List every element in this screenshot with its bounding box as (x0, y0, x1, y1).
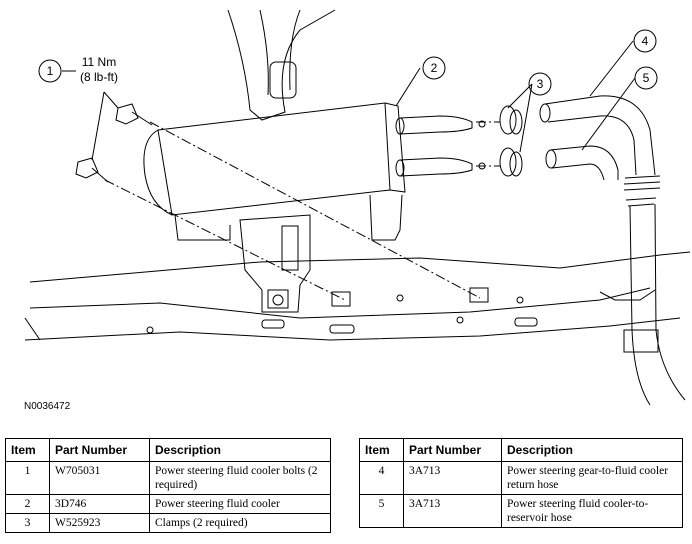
alignment-lines (104, 121, 500, 301)
callout-2-label: 2 (431, 61, 438, 75)
parts-table-left: Item Part Number Description 1 W705031 P… (5, 438, 331, 533)
callout-1-label: 1 (47, 64, 54, 78)
item-number: 3 (5, 513, 50, 533)
frame-upper-bracket (227, 9, 336, 121)
table-row: 4 3A713 Power steering gear-to-fluid coo… (359, 461, 683, 495)
crossmember-front-edge (29, 287, 651, 319)
part-number: 3D746 (49, 494, 150, 514)
figure-id: N0036472 (24, 401, 71, 412)
header-part-number: Part Number (403, 438, 502, 462)
crossmember-flange (24, 289, 656, 341)
bracket-bolt-nut (267, 289, 289, 309)
weld-nut-left (331, 291, 351, 307)
table-row: 2 3D746 Power steering fluid cooler (5, 494, 331, 514)
item-number: 2 (5, 494, 50, 514)
callout-4-label: 4 (642, 34, 649, 48)
callout-3-label: 3 (537, 77, 544, 91)
reservoir-hose-end (545, 149, 557, 169)
part-description: Power steering fluid cooler bolts (2 req… (149, 461, 331, 495)
callout-4-circle (633, 29, 657, 53)
reservoir-hose (549, 145, 619, 181)
part-number: W525923 (49, 513, 150, 533)
part-number: 3A713 (403, 461, 502, 495)
cooler-bolt-lower (75, 157, 109, 183)
cooler-end-left (143, 129, 173, 216)
exploded-view-illustration: 1 2 3 4 5 11 Nm (8 lb-ft) (24, 9, 691, 406)
header-item: Item (5, 438, 50, 462)
header-item: Item (359, 438, 404, 462)
table-row: 1 W705031 Power steering fluid cooler bo… (5, 461, 331, 495)
frame-upper-bracket-inner (259, 9, 301, 96)
torque-spec-line2: (8 lb-ft) (80, 70, 118, 84)
crossmember-holes (146, 294, 538, 334)
callout-1-circle (38, 59, 62, 83)
item-number: 4 (359, 461, 404, 495)
hose-clamps (499, 105, 523, 177)
item-number: 5 (359, 494, 404, 528)
part-number: W705031 (49, 461, 150, 495)
callout-3-circle (528, 72, 552, 96)
header-description: Description (501, 438, 683, 462)
part-description: Power steering fluid cooler (149, 494, 331, 514)
part-description: Power steering gear-to-fluid cooler retu… (501, 461, 683, 495)
table-header-row: Item Part Number Description (5, 438, 331, 462)
torque-spec-line1: 11 Nm (82, 55, 116, 69)
cooler-lower-flange (174, 194, 403, 241)
cooler-fittings (395, 115, 486, 177)
crossmember-top-edge (29, 251, 691, 283)
part-description: Clamps (2 required) (149, 513, 331, 533)
hose-collars (623, 175, 661, 207)
cooler-end-right (384, 102, 406, 193)
callout-5-circle (634, 66, 658, 90)
part-description: Power steering fluid cooler-to-reservoir… (501, 494, 683, 528)
table-row: 5 3A713 Power steering fluid cooler-to-r… (359, 494, 683, 528)
callout-5-label: 5 (643, 71, 650, 85)
callout-leaders (62, 40, 636, 161)
frame-slot (269, 61, 297, 99)
weld-nut-right (469, 287, 489, 303)
item-number: 1 (5, 461, 50, 495)
return-hose (544, 95, 656, 176)
hose-run-down (629, 203, 686, 406)
cooler-bracket (239, 214, 311, 313)
part-number: 3A713 (403, 494, 502, 528)
bracket-bolt-head (272, 294, 284, 306)
header-part-number: Part Number (49, 438, 150, 462)
header-description: Description (149, 438, 331, 462)
cooler-bolt-upper (115, 103, 153, 126)
callout-2-circle (422, 56, 446, 80)
parts-table-right: Item Part Number Description 4 3A713 Pow… (359, 438, 683, 528)
hose-retainer-clip (623, 329, 659, 353)
table-header-row: Item Part Number Description (359, 438, 683, 462)
bracket-slot (281, 225, 299, 271)
cooler-body (157, 102, 391, 216)
crossmember-lower-edge (24, 317, 681, 341)
table-row: 3 W525923 Clamps (2 required) (5, 513, 331, 533)
return-hose-end (539, 103, 551, 123)
